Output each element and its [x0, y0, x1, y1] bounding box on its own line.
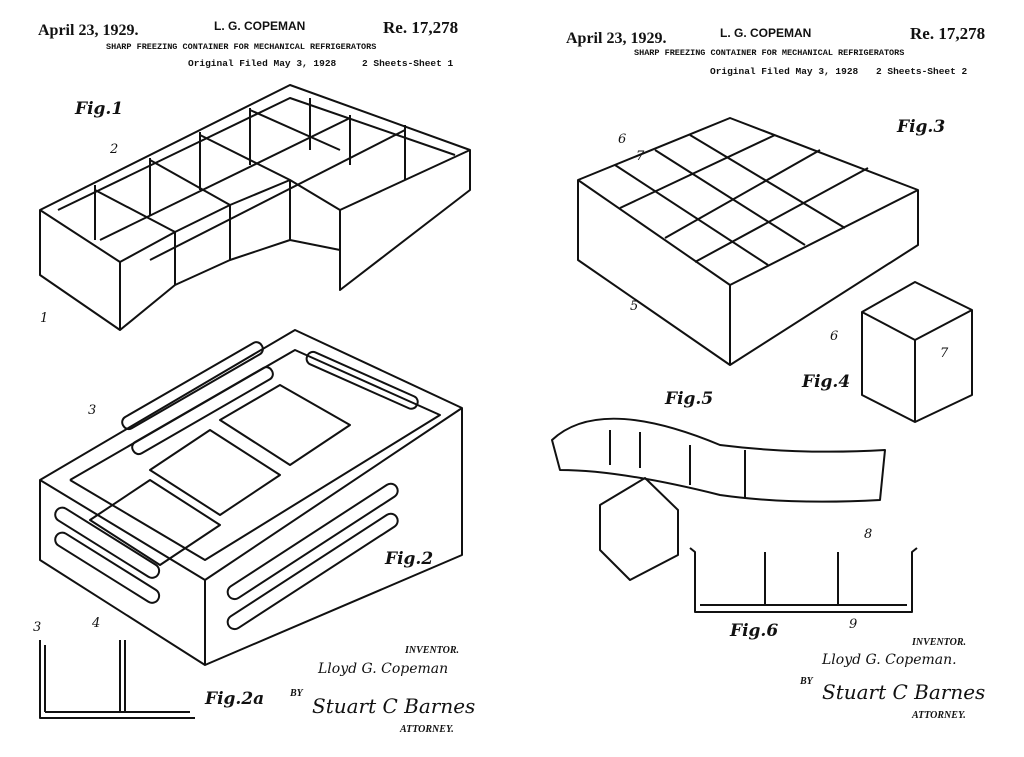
ref-9: 9 [849, 617, 858, 632]
fig5-label: Fig.5 [665, 389, 714, 409]
attorney-label: ATTORNEY. [400, 724, 454, 735]
sheet-number: 2 Sheets-Sheet 1 [362, 58, 454, 69]
inventor-label: INVENTOR. [405, 645, 459, 656]
ref-6-cup: 6 [830, 329, 839, 344]
date: April 23, 1929. [38, 22, 139, 39]
fig3-label: Fig.3 [897, 117, 946, 137]
fig3-grid-tray-drawing [577, 117, 919, 366]
attorney-signature: Stuart C Barnes [312, 694, 476, 718]
inventor-name: L. G. COPEMAN [214, 19, 306, 33]
ref-7-cup: 7 [940, 346, 949, 361]
inventor-signature: Lloyd G. Copeman [318, 661, 449, 677]
fig1-ice-tray-drawing [39, 84, 471, 331]
patent-subtitle: SHARP FREEZING CONTAINER FOR MECHANICAL … [634, 48, 905, 58]
ref-7: 7 [636, 149, 645, 164]
reissue-number: Re. 17,278 [383, 18, 459, 37]
filed-date: Original Filed May 3, 1928 [188, 58, 337, 69]
fig6-section-drawing [689, 547, 918, 613]
fig5-strip-drawing [551, 417, 886, 581]
fig2-label: Fig.2 [385, 549, 434, 569]
patent-subtitle: SHARP FREEZING CONTAINER FOR MECHANICAL … [106, 42, 377, 52]
ref-6: 6 [618, 132, 627, 147]
ref-1: 1 [40, 311, 49, 326]
ref-3: 3 [88, 403, 97, 418]
sheet-number: 2 Sheets-Sheet 2 [876, 66, 968, 77]
inventor-signature: Lloyd G. Copeman. [822, 652, 957, 668]
fig2a-label: Fig.2a [205, 689, 265, 709]
fig2a-section-drawing [39, 640, 195, 719]
ref-5: 5 [630, 299, 639, 314]
sheet-1: April 23, 1929. L. G. COPEMAN Re. 17,278… [33, 18, 476, 735]
fig2-frame-drawing [39, 329, 463, 666]
fig6-label: Fig.6 [730, 621, 779, 641]
attorney-label: ATTORNEY. [912, 710, 966, 721]
inventor-label: INVENTOR. [912, 637, 966, 648]
inventor-name: L. G. COPEMAN [720, 26, 812, 40]
fig4-label: Fig.4 [802, 372, 851, 392]
date: April 23, 1929. [566, 30, 667, 47]
reissue-number: Re. 17,278 [910, 24, 986, 43]
ref-8: 8 [864, 527, 873, 542]
ref-2: 2 [110, 142, 119, 157]
sheet-2: April 23, 1929. L. G. COPEMAN Re. 17,278… [512, 0, 1024, 757]
ref-4: 4 [92, 616, 101, 631]
fig1-label: Fig.1 [75, 99, 124, 119]
by-label: BY [800, 676, 813, 687]
filed-date: Original Filed May 3, 1928 [710, 66, 859, 77]
ref-3-section: 3 [33, 620, 42, 635]
attorney-signature: Stuart C Barnes [822, 680, 986, 704]
by-label: BY [290, 688, 303, 699]
fig4-cup-drawing [861, 281, 973, 423]
